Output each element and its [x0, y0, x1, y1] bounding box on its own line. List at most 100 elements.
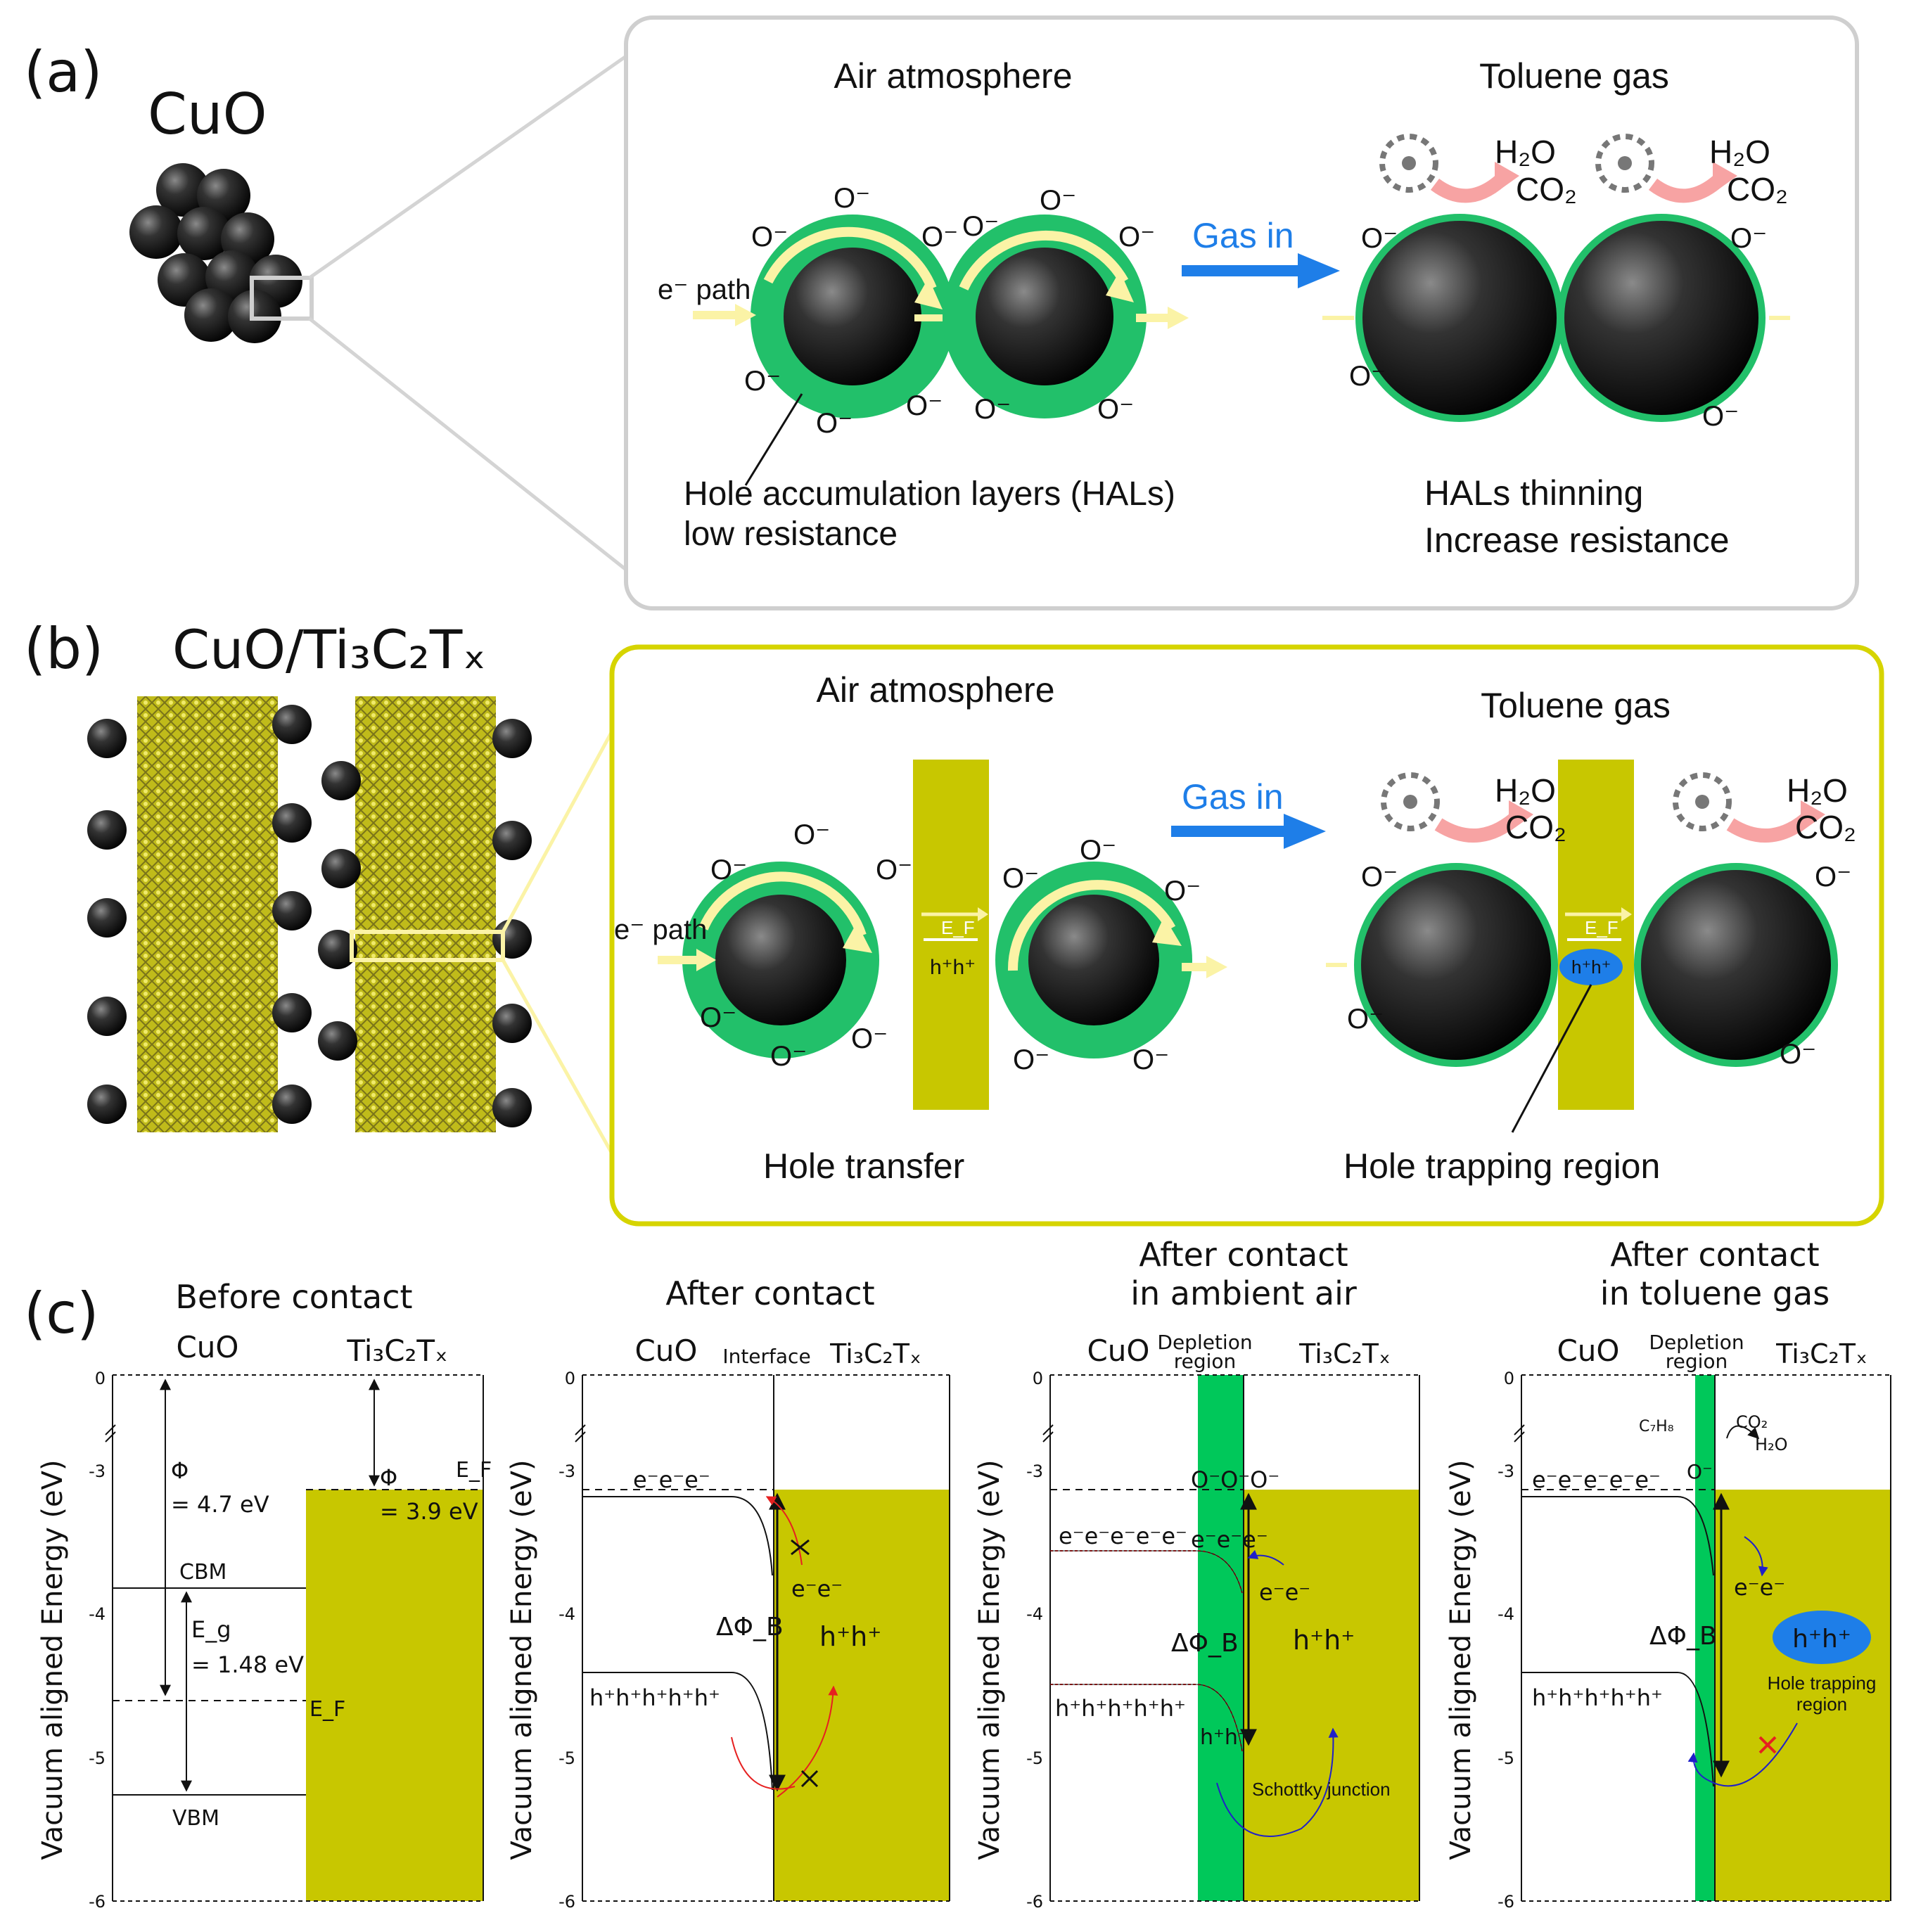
o-minus-label: O⁻ [851, 1023, 888, 1054]
panel-a-material: CuO [148, 82, 267, 147]
air-particle-right [995, 862, 1192, 1058]
panel-b-material: CuO/Ti₃C₂Tₓ [172, 618, 486, 681]
blocked-cross-icon [791, 1539, 810, 1556]
interface-header: Interface [722, 1345, 810, 1368]
hal-line1: Hole accumulation layers (HALs) [684, 475, 1175, 513]
y-tick: 0 [95, 1369, 106, 1388]
o-minus-label: O⁻ [1164, 876, 1201, 907]
co2-label: CO₂ [1795, 809, 1856, 845]
delta-phi-label: ΔΦ_B [1171, 1629, 1239, 1658]
plot-title: Before contact [175, 1278, 412, 1316]
y-tick: -3 [1026, 1461, 1043, 1481]
toluene-molecule-icon [1381, 772, 1440, 831]
thin-line2: Increase resistance [1424, 520, 1730, 560]
plot-toluene-gas: After contact in toluene gas CuO Depleti… [1445, 1236, 1891, 1912]
y-tick: -6 [558, 1892, 575, 1912]
o-minus-label: O⁻ [770, 1041, 807, 1072]
toluene-molecule-icon [1379, 134, 1438, 193]
electrons-label: e⁻e⁻ [1259, 1579, 1310, 1606]
thin-line1: HALs thinning [1424, 473, 1643, 513]
ti3c2tx-block [306, 1490, 483, 1901]
y-tick: 0 [565, 1369, 575, 1388]
o-minus-label: O⁻ [1002, 863, 1039, 894]
eg-symbol: E_g [191, 1616, 231, 1643]
ti3c2tx-block [1715, 1490, 1891, 1901]
y-tick: -4 [89, 1604, 106, 1624]
panel-b-toluene-title: Toluene gas [1481, 686, 1671, 725]
toluene-particle-2 [1557, 214, 1766, 422]
blocked-cross-icon [1758, 1736, 1777, 1754]
holes-label: h⁺h⁺ [819, 1621, 881, 1652]
eg-value: = 1.48 eV [191, 1651, 304, 1678]
plot-ambient-air: After contact in ambient air CuO Depleti… [973, 1236, 1420, 1912]
electrons-label: e⁻e⁻ [1734, 1574, 1785, 1601]
electrons-label: e⁻e⁻e⁻ [1191, 1526, 1268, 1553]
cuo-cluster [129, 163, 314, 343]
panel-a-air-title: Air atmosphere [834, 56, 1072, 96]
mxene-bar [913, 760, 989, 1110]
electron-flow-arrow [1744, 1536, 1768, 1577]
o-minus-label: O⁻ [1080, 835, 1116, 866]
y-tick: -4 [1026, 1604, 1043, 1624]
panel-c-label: (c) [24, 1281, 98, 1346]
y-tick: 0 [1033, 1369, 1043, 1388]
schottky-label: Schottky junction [1252, 1779, 1391, 1800]
y-axis-label: Vacuum aligned Energy (eV) [506, 1459, 538, 1860]
trap-label-2: region [1796, 1694, 1847, 1715]
vbm-band [1521, 1672, 1714, 1787]
panel-a-gas-in: Gas in [1192, 216, 1294, 255]
panel-b: (b) CuO/Ti₃C₂Tₓ [24, 616, 1884, 1227]
o-minus-label: O⁻ [1118, 222, 1155, 252]
co2-label: CO₂ [1727, 171, 1788, 207]
electrons-label: e⁻e⁻e⁻e⁻e⁻ [1059, 1523, 1187, 1549]
o-minus-label: O⁻ [1040, 185, 1076, 216]
vbm-label: VBM [172, 1806, 219, 1831]
plot-title-line2: in ambient air [1130, 1274, 1357, 1312]
holes-label: h⁺h⁺h⁺h⁺h⁺ [1055, 1695, 1186, 1722]
panel-b-air-title: Air atmosphere [816, 670, 1054, 710]
y-tick: -3 [1498, 1461, 1514, 1481]
holes-label: h⁺h⁺ [1200, 1725, 1249, 1750]
y-tick: 0 [1504, 1369, 1514, 1388]
o-minus-label: O⁻ [834, 183, 870, 214]
y-tick: -5 [89, 1748, 106, 1768]
plot-before-contact: Before contact CuO Ti₃C₂Tₓ Vacuum aligne… [37, 1278, 492, 1912]
air-particle-1 [751, 215, 954, 418]
o-minus-label: O⁻ [974, 394, 1011, 425]
depletion-header-1: Depletion [1157, 1331, 1252, 1354]
h2o-label: H₂O [1787, 772, 1848, 809]
o-minus-label: O⁻ [1349, 361, 1386, 392]
y-axis-label: Vacuum aligned Energy (eV) [37, 1459, 69, 1860]
depletion-header-2: region [1174, 1350, 1237, 1373]
o-minus-label: O⁻ [1097, 394, 1134, 425]
hole-trapping-label: Hole trapping region [1343, 1146, 1660, 1186]
o-minus-label: O⁻ [1730, 223, 1767, 254]
o-minus-label: O⁻ [1361, 223, 1398, 254]
h2o-label: H₂O [1709, 134, 1770, 170]
plot-title-line2: in toluene gas [1600, 1274, 1830, 1312]
y-tick: -5 [1498, 1748, 1514, 1768]
o-minus-label: O⁻ [1815, 862, 1851, 893]
y-axis-label: Vacuum aligned Energy (eV) [1445, 1459, 1477, 1860]
toluene-particle-left [1354, 863, 1558, 1067]
phi-cuo-value: = 4.7 eV [171, 1491, 269, 1518]
o-minus-label: O⁻ [1702, 401, 1739, 432]
holes-label: h⁺h⁺h⁺h⁺h⁺ [589, 1684, 720, 1711]
toluene-particle-right [1634, 863, 1838, 1067]
electron-flow-arrow [1247, 1549, 1284, 1566]
hole-flow-arrow [1687, 1722, 1798, 1787]
ef-label: E_F [309, 1697, 345, 1722]
o-minus-label: O⁻ [710, 855, 747, 885]
co2-label: CO₂ [1736, 1412, 1768, 1432]
depletion-header-1: Depletion [1649, 1331, 1744, 1354]
holes-label: h⁺h⁺ [1293, 1625, 1355, 1656]
ti3c2tx-block [1244, 1490, 1419, 1901]
plot-title-line1: After contact [1610, 1236, 1819, 1274]
trap-label-1: Hole trapping [1768, 1672, 1877, 1694]
panel-b-e-path: e⁻ path [614, 914, 707, 945]
y-tick: -4 [558, 1604, 575, 1624]
cbm-label: CBM [179, 1560, 226, 1585]
oxygen-ions: O⁻O⁻O⁻ [1191, 1466, 1279, 1493]
plot-title: After contact [665, 1274, 874, 1312]
o-minus-label: O⁻ [876, 855, 912, 885]
